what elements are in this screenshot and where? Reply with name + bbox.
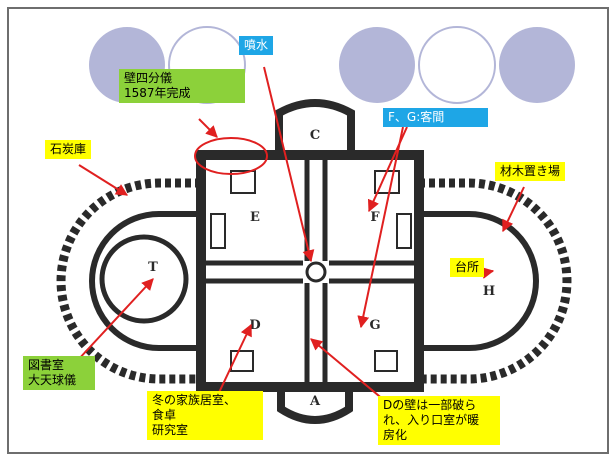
plan-letter-sw: D bbox=[249, 318, 260, 333]
fountain-ring bbox=[305, 261, 327, 283]
arrow-lumber bbox=[502, 186, 525, 233]
mural-quadrant-highlight bbox=[194, 137, 268, 175]
label-guest-rooms: F、G:客間 bbox=[383, 108, 488, 127]
east-wing-inner bbox=[423, 211, 539, 351]
arrow-fountain bbox=[263, 66, 315, 263]
label-kitchen: 台所 bbox=[450, 258, 485, 277]
plan-letter-west: T bbox=[148, 260, 158, 275]
label-lumber-storage: 材木置き場 bbox=[495, 162, 566, 181]
arrow-family bbox=[214, 323, 252, 402]
central-block bbox=[196, 150, 424, 392]
arrow-wall bbox=[310, 338, 386, 402]
label-coal-storage: 石炭庫 bbox=[45, 140, 92, 159]
plan-letter-north: C bbox=[310, 128, 320, 143]
slide: C A T H E F D G bbox=[7, 7, 609, 454]
label-library: 図書室 大天球儀 bbox=[23, 356, 95, 390]
deco-circle bbox=[339, 27, 415, 103]
plan-letter-nw: E bbox=[250, 210, 260, 225]
arrow-coal bbox=[78, 164, 129, 196]
label-wall-note: Dの壁は一部破ら れ、入り口室が暖 房化 bbox=[378, 396, 500, 445]
room-detail bbox=[230, 350, 254, 372]
label-mural-quadrant: 壁四分儀 1587年完成 bbox=[119, 69, 245, 103]
arrow-library bbox=[76, 278, 154, 362]
label-family-room: 冬の家族居室、 食卓 研究室 bbox=[147, 391, 263, 440]
plan-letter-east: H bbox=[483, 284, 495, 299]
north-tower bbox=[275, 99, 355, 155]
plan-letter-ne: F bbox=[370, 210, 380, 225]
label-fountain: 噴水 bbox=[239, 36, 274, 55]
arrow-mural bbox=[198, 118, 218, 138]
south-tower bbox=[277, 387, 353, 424]
deco-circle bbox=[418, 26, 496, 104]
room-detail bbox=[396, 213, 412, 249]
west-wing-inner bbox=[89, 211, 197, 351]
west-round-room bbox=[99, 234, 189, 324]
arrow-guest-g bbox=[357, 126, 404, 329]
pointer-arrows bbox=[76, 66, 525, 402]
plan-letter-se: G bbox=[369, 318, 380, 333]
east-wing-outer bbox=[419, 178, 572, 384]
plan-letter-south: A bbox=[309, 394, 321, 409]
room-detail bbox=[374, 350, 398, 372]
deco-circle bbox=[499, 27, 575, 103]
room-detail bbox=[230, 170, 256, 194]
room-detail bbox=[210, 213, 226, 249]
